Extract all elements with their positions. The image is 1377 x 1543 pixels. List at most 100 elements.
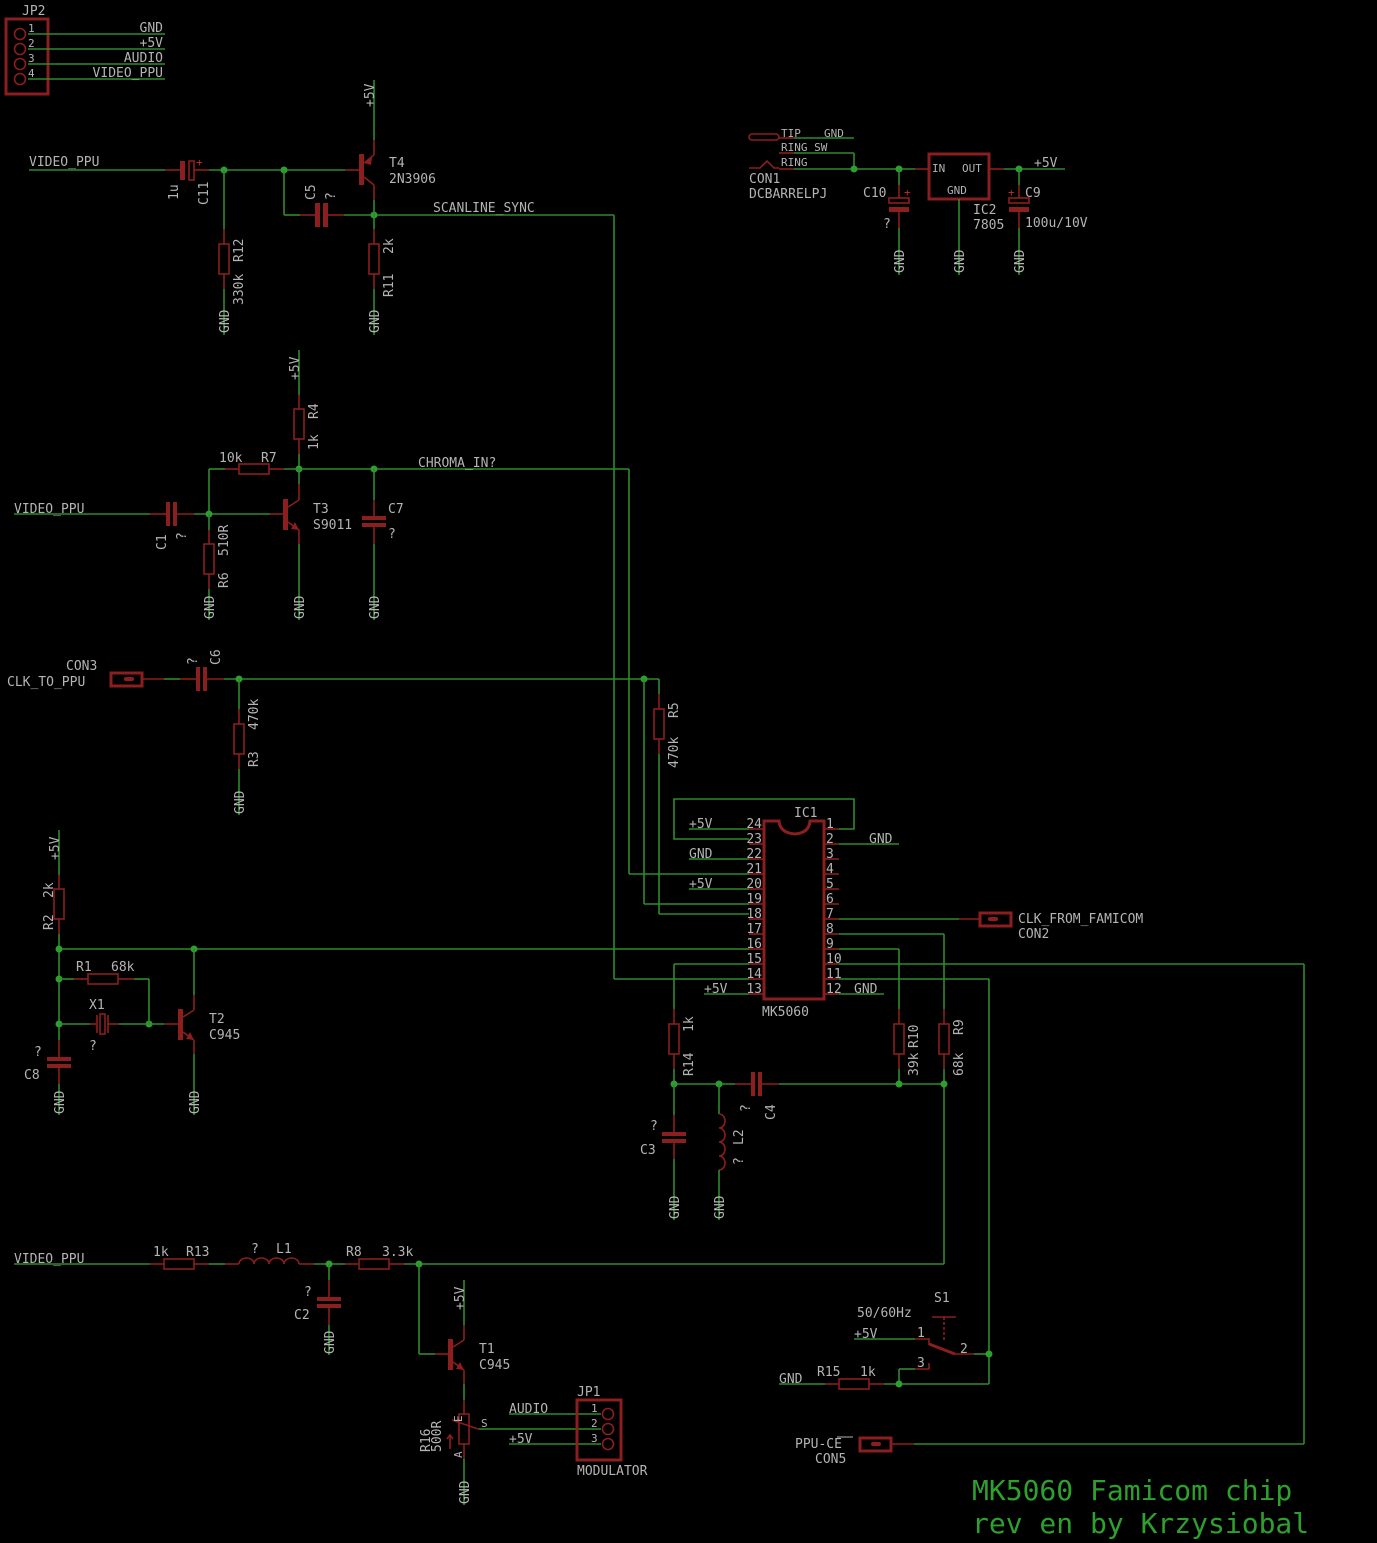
c1-name: C1 [155, 534, 170, 550]
jp1-pin2: 2 [591, 1417, 598, 1430]
title-block: MK5060 Famicom chip rev en by Krzysiobal [972, 1474, 1309, 1540]
r16-pin-s: S [481, 1417, 488, 1430]
c6-capacitor[interactable]: ? C6 [180, 649, 224, 691]
t2-transistor[interactable]: T2 C945 [164, 995, 240, 1054]
jp2-wires: GND +5V AUDIO VIDEO_PPU [28, 21, 165, 81]
t4-transistor[interactable]: T4 2N3906 [345, 140, 436, 200]
gnd-label: GND [953, 249, 968, 273]
r1-resistor[interactable]: R1 68k [74, 960, 135, 985]
gnd-label: GND [188, 1090, 203, 1114]
ic1-pin-number: 14 [746, 967, 762, 982]
r2-resistor[interactable]: 2k R2 [42, 875, 65, 934]
gnd-label: GND [869, 832, 893, 847]
r4-resistor[interactable]: R4 1k [293, 395, 322, 454]
r11-name: R11 [382, 274, 397, 297]
t3-transistor[interactable]: T3 S9011 [270, 484, 352, 544]
c1-capacitor[interactable]: C1 ? [150, 502, 194, 550]
con1-connector[interactable]: TIP RING_SW RING CON1 DCBARRELPJ [748, 127, 828, 202]
c4-capacitor[interactable]: ? C4 [735, 1072, 779, 1120]
c7-value: ? [388, 527, 396, 542]
l2-inductor[interactable]: L2 ? [718, 1113, 747, 1171]
ic1-pin-number: 19 [746, 892, 762, 907]
con1-pin-ring: RING [781, 156, 808, 169]
c9-capacitor[interactable]: + C9 100u/10V [1008, 185, 1088, 231]
title-line-1: MK5060 Famicom chip [972, 1474, 1292, 1507]
c3-capacitor[interactable]: ? C3 [640, 1115, 686, 1159]
c3-value: ? [650, 1119, 658, 1134]
c8-capacitor[interactable]: ? C8 [24, 1040, 71, 1084]
ic1-right-wires: GND GND [60, 832, 1305, 1444]
r8-resistor[interactable]: R8 3.3k [345, 1245, 413, 1270]
scanline-stage: VIDEO_PPU + 1u C11 R12 330k GND [29, 80, 614, 335]
s1-pin2: 2 [960, 1342, 968, 1357]
c2-capacitor[interactable]: ? C2 [294, 1280, 341, 1325]
ic1-pin-number: 20 [746, 877, 762, 892]
r4-name: R4 [307, 403, 322, 419]
r9-value: 68k [952, 1052, 967, 1076]
jp1-connector[interactable]: 1 2 3 JP1 MODULATOR [575, 1385, 648, 1479]
con1-pin-tip: TIP [781, 127, 801, 140]
r16-pin-a: A [452, 1451, 465, 1458]
r15-resistor[interactable]: R15 1k [817, 1365, 884, 1390]
jp2-pin2 [13, 42, 27, 56]
r14-resistor[interactable]: 1k R14 [668, 1009, 697, 1076]
svg-text:+: + [1008, 186, 1015, 199]
c11-value: 1u [167, 184, 182, 200]
c11-capacitor[interactable]: + 1u C11 [167, 156, 212, 205]
l1-inductor[interactable]: ? L1 [225, 1242, 314, 1265]
r16-potentiometer[interactable]: E A S R16 500R [419, 1400, 488, 1459]
s1-value: 50/60Hz [857, 1306, 912, 1321]
r8-name: R8 [346, 1245, 362, 1260]
r9-name: R9 [952, 1019, 967, 1035]
r10-resistor[interactable]: R10 39k [893, 1009, 922, 1076]
c10-value: ? [883, 217, 891, 232]
t4-name: T4 [389, 156, 405, 171]
ic1-chip[interactable]: IC1 MK5060 24+5V2322GND2120+5V1918171615… [689, 806, 842, 1020]
c5-capacitor[interactable]: C5 ? [300, 184, 344, 227]
r11-resistor[interactable]: 2k R11 [368, 229, 397, 297]
ic1-pin-number: 10 [826, 952, 842, 967]
r7-resistor[interactable]: 10k R7 [219, 451, 284, 475]
r12-name: R12 [232, 239, 247, 262]
jp2-pin4 [13, 72, 27, 86]
r9-resistor[interactable]: R9 68k [938, 1009, 967, 1076]
ic2-regulator[interactable]: IN OUT GND IC2 7805 [927, 152, 1004, 233]
c9-value: 100u/10V [1025, 216, 1088, 231]
r3-resistor[interactable]: 470k R3 [233, 699, 262, 769]
x1-crystal[interactable]: X1 ? [89, 998, 119, 1054]
ic1-pin-number: 11 [826, 967, 842, 982]
r6-resistor[interactable]: 510R R6 [203, 525, 232, 589]
ic1-pin-number: 8 [826, 922, 834, 937]
svg-text:+: + [904, 186, 911, 199]
c10-capacitor[interactable]: + C10 ? [863, 185, 911, 232]
ic1-pin-number: 4 [826, 862, 834, 877]
r1-name: R1 [76, 960, 92, 975]
c8-value: ? [34, 1045, 42, 1060]
junction [985, 1350, 993, 1358]
con5-value: PPU-CE [795, 1437, 842, 1452]
con5-connector[interactable]: PPU-CE CON5 [795, 1436, 893, 1467]
junction [850, 165, 858, 173]
r8-value: 3.3k [382, 1245, 413, 1260]
con3-connector[interactable]: CON3 CLK_TO_PPU [7, 659, 144, 690]
c2-name: C2 [294, 1308, 310, 1323]
power-supply: TIP RING_SW RING CON1 DCBARRELPJ GND + C… [748, 127, 1088, 275]
c7-capacitor[interactable]: C7 ? [362, 500, 404, 544]
con2-connector[interactable]: CLK_FROM_FAMICOM CON2 [978, 911, 1143, 942]
r12-resistor[interactable]: R12 330k [218, 229, 247, 305]
ic1-pin-number: 23 [746, 832, 762, 847]
t1-transistor[interactable]: T1 C945 [435, 1325, 510, 1384]
jp2-connector[interactable]: JP2 1 2 3 4 [4, 4, 50, 96]
r5-resistor[interactable]: R5 470k [653, 694, 682, 768]
s1-name: S1 [934, 1291, 950, 1306]
ic1-pin-number: 17 [746, 922, 762, 937]
gnd-label: GND [668, 1195, 683, 1219]
gnd-label: GND [218, 309, 233, 333]
junction [895, 1080, 903, 1088]
c2-value: ? [304, 1285, 312, 1300]
r4-value: 1k [307, 434, 322, 450]
r13-resistor[interactable]: 1k R13 [150, 1245, 209, 1270]
ic1-pin-number: 21 [746, 862, 762, 877]
s1-switch[interactable]: S1 50/60Hz 1 2 3 [857, 1291, 974, 1371]
